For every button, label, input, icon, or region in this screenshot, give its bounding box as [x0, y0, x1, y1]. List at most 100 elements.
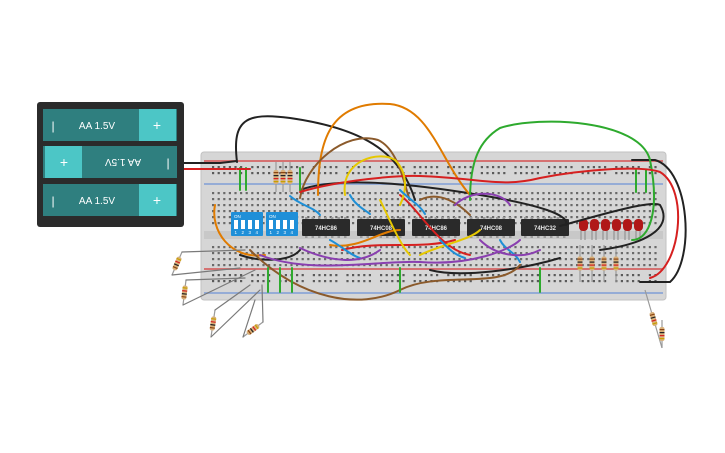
led-row	[579, 219, 643, 240]
led-5[interactable]	[623, 219, 632, 240]
chip-label: 74HC08	[480, 226, 503, 232]
battery-cap	[45, 146, 82, 178]
resistor-top-2[interactable]	[280, 162, 286, 192]
chip-label: 74HC86	[425, 226, 448, 232]
wire-38[interactable]	[299, 247, 381, 261]
battery-minus-sign: |	[166, 156, 169, 170]
wire-42[interactable]	[171, 267, 241, 276]
battery-label: AA 1.5V	[79, 121, 115, 132]
resistor-led-1[interactable]	[577, 245, 583, 282]
wire-33[interactable]	[399, 189, 426, 215]
resistor-led-4[interactable]	[613, 245, 619, 282]
battery-cap	[139, 109, 176, 141]
dip-on-label: ON	[234, 214, 241, 219]
wire-1[interactable]	[235, 115, 416, 201]
ic-chip-74hc86[interactable]: 74HC86	[412, 217, 460, 238]
dip-number: 1	[235, 230, 238, 235]
dip-number: 4	[256, 230, 259, 235]
led-1[interactable]	[579, 219, 588, 240]
led-4[interactable]	[612, 219, 621, 240]
battery-plus-sign: +	[153, 117, 161, 133]
wire-27[interactable]	[399, 194, 471, 256]
wire-40[interactable]	[479, 239, 541, 257]
wire-46[interactable]	[210, 289, 261, 338]
resistor-top-3[interactable]	[287, 162, 293, 192]
dip-toggle[interactable]	[276, 220, 280, 229]
dip-toggle[interactable]	[248, 220, 252, 229]
battery-pack[interactable]: + | AA 1.5V + | AA 1.5V + | AA 1.5V	[37, 102, 184, 227]
wire-35[interactable]	[439, 239, 466, 259]
wire-43[interactable]	[185, 277, 246, 281]
wire-31[interactable]	[289, 195, 321, 216]
dip-toggle[interactable]	[234, 220, 238, 229]
wire-2[interactable]	[631, 159, 687, 283]
wires	[171, 102, 687, 338]
wire-5[interactable]	[429, 257, 561, 275]
dip-number: 4	[291, 230, 294, 235]
ic-chip-74hc32[interactable]: 74HC32	[521, 217, 569, 238]
resistor-left-3[interactable]	[209, 309, 217, 338]
dip-toggle[interactable]	[283, 220, 287, 229]
battery-cap	[139, 184, 176, 216]
resistor-left-1[interactable]	[171, 251, 183, 276]
wire-28[interactable]	[343, 155, 406, 206]
resistor-right-1[interactable]	[644, 289, 663, 349]
chip-label: 74HC32	[534, 226, 557, 232]
resistor-led-3[interactable]	[601, 245, 607, 282]
dip-toggle[interactable]	[255, 220, 259, 229]
wire-44[interactable]	[182, 269, 256, 306]
wire-7[interactable]	[317, 102, 471, 196]
dip-toggle[interactable]	[290, 220, 294, 229]
wire-30[interactable]	[419, 229, 481, 256]
dip-number: 3	[249, 230, 252, 235]
wire-39[interactable]	[454, 192, 511, 206]
dip-number: 1	[270, 230, 273, 235]
resistors	[171, 162, 665, 349]
dip-number: 2	[277, 230, 280, 235]
top-positive-rail-line	[204, 160, 663, 162]
bottom-positive-rail-line	[204, 268, 663, 270]
battery-plus-sign: +	[60, 154, 68, 170]
wire-36[interactable]	[499, 239, 521, 263]
dip-toggle[interactable]	[269, 220, 273, 229]
bottom-negative-rail-line	[204, 292, 663, 294]
led-2[interactable]	[590, 219, 599, 240]
wire-13[interactable]	[469, 120, 655, 241]
wire-37[interactable]	[259, 239, 521, 267]
wire-34[interactable]	[329, 239, 361, 259]
dip-toggle[interactable]	[241, 220, 245, 229]
battery-minus-sign: |	[51, 119, 54, 133]
chip-label: 74HC86	[315, 226, 338, 232]
battery-cell-2[interactable]: + | AA 1.5V	[43, 146, 177, 178]
resistor-left-2[interactable]	[181, 279, 188, 306]
top-negative-rail-line	[204, 183, 663, 185]
resistor-left-4[interactable]	[242, 321, 264, 338]
dip-on-label: ON	[269, 214, 276, 219]
battery-plus-sign: +	[153, 192, 161, 208]
wire-12[interactable]	[419, 195, 471, 216]
wire-25[interactable]	[299, 167, 680, 279]
battery-cell-1[interactable]: + | AA 1.5V	[43, 109, 177, 141]
battery-cell-3[interactable]: + | AA 1.5V	[43, 184, 177, 216]
wire-32[interactable]	[349, 194, 371, 215]
wire-29[interactable]	[379, 199, 411, 256]
led-3[interactable]	[601, 219, 610, 240]
resistor-right-2[interactable]	[659, 320, 665, 348]
wire-45[interactable]	[214, 284, 251, 311]
battery-minus-sign: |	[51, 194, 54, 208]
dip-number: 3	[284, 230, 287, 235]
resistor-top-1[interactable]	[273, 162, 279, 192]
resistor-led-2[interactable]	[589, 245, 595, 282]
wire-41[interactable]	[181, 249, 246, 253]
wire-48[interactable]	[242, 299, 256, 338]
wire-47[interactable]	[261, 284, 264, 323]
wire-3[interactable]	[559, 203, 665, 251]
battery-label: AA 1.5V	[79, 196, 115, 207]
battery-lead-black[interactable]	[184, 160, 238, 164]
battery-label: AA 1.5V	[105, 156, 141, 167]
ic-chip-74hc86[interactable]: 74HC86	[302, 217, 350, 238]
